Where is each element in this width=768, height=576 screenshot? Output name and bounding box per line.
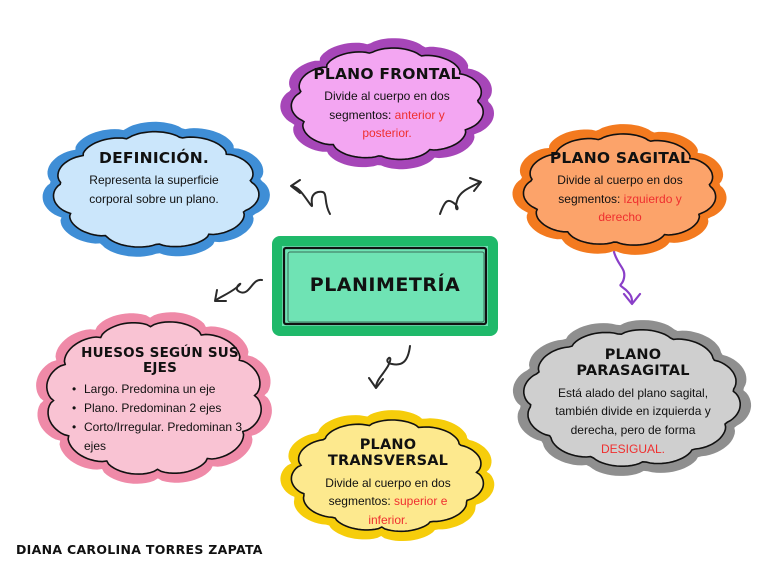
central-box [272, 236, 498, 336]
plano-frontal-desc: Divide al cuerpo en dos segmentos: [324, 89, 450, 122]
arrow-to-transversal-head [368, 377, 384, 389]
cloud-plano-sagital [512, 124, 727, 255]
plano-sagital-desc: Divide al cuerpo en dos segmentos: [557, 173, 683, 206]
arrow-to-parasagital [612, 250, 634, 304]
node-plano-transversal: PLANO TRANSVERSAL Divide al cuerpo en do… [308, 437, 468, 530]
plano-sagital-text: Divide al cuerpo en dos segmentos: izqui… [540, 171, 700, 227]
plano-transversal-desc: Divide al cuerpo en dos segmentos: [325, 475, 451, 509]
huesos-list: Largo. Predomina un eje Plano. Predomina… [70, 380, 250, 457]
arrow-to-sagital [439, 181, 481, 215]
plano-sagital-title: PLANO SAGITAL [549, 149, 691, 167]
arrow-to-definicion [291, 185, 331, 215]
definicion-title: DEFINICIÓN. [99, 149, 209, 167]
plano-transversal-text: Divide al cuerpo en dos segmentos: super… [308, 474, 468, 530]
arrow-to-transversal [375, 345, 411, 387]
cloud-fill [290, 419, 485, 533]
cloud-plano-transversal [280, 410, 495, 541]
cloud-fill [52, 130, 260, 248]
cloud-definicion [42, 121, 270, 257]
central-box-fill [282, 246, 488, 326]
cloud-fill [290, 47, 485, 161]
plano-transversal-highlight: superior e inferior. [368, 494, 448, 528]
node-huesos: HUESOS SEGÚN SUS EJES Largo. Predomina u… [70, 346, 250, 456]
central-title: PLANIMETRÍA [309, 274, 461, 296]
arrow-to-parasagital-head [622, 292, 642, 306]
plano-frontal-title: PLANO FRONTAL [313, 65, 461, 83]
huesos-title: HUESOS SEGÚN SUS EJES [81, 345, 239, 376]
arrow-to-sagital-head [469, 177, 482, 192]
central-box-inner-border [282, 246, 488, 326]
plano-sagital-highlight: izquierdo y derecho [598, 191, 682, 225]
plano-parasagital-title: PLANO PARASAGITAL [576, 347, 690, 379]
huesos-item: Largo. Predomina un eje [70, 380, 250, 399]
cloud-plano-frontal [280, 38, 494, 170]
arrow-to-huesos-head [214, 289, 227, 302]
cloud-fill [522, 133, 717, 246]
huesos-item: Plano. Predominan 2 ejes [70, 399, 250, 418]
plano-parasagital-highlight: DESIGUAL. [600, 441, 666, 456]
node-plano-frontal: PLANO FRONTAL Divide al cuerpo en dos se… [312, 65, 462, 143]
plano-transversal-title: PLANO TRANSVERSAL [327, 437, 449, 469]
arrow-to-definicion-head [290, 179, 301, 194]
plano-frontal-highlight: anterior y posterior. [362, 107, 445, 141]
central-box-sketch-line [287, 251, 485, 323]
cloud-plano-parasagital [512, 320, 752, 476]
huesos-item: Corto/Irregular. Predominan 3 ejes [70, 418, 250, 456]
plano-parasagital-desc: Está alado del plano sagital, también di… [555, 385, 711, 438]
definicion-text: Representa la superficie corporal sobre … [89, 173, 219, 206]
node-plano-sagital: PLANO SAGITAL Divide al cuerpo en dos se… [540, 149, 700, 227]
plano-parasagital-text: Está alado del plano sagital, también di… [548, 384, 718, 458]
author-name: DIANA CAROLINA TORRES ZAPATA [16, 542, 263, 557]
cloud-fill [523, 329, 741, 467]
arrow-to-huesos [215, 278, 263, 301]
plano-frontal-text: Divide al cuerpo en dos segmentos: anter… [312, 87, 462, 143]
node-definicion: DEFINICIÓN. Representa la superficie cor… [68, 149, 240, 208]
node-plano-parasagital: PLANO PARASAGITAL Está alado del plano s… [548, 347, 718, 458]
